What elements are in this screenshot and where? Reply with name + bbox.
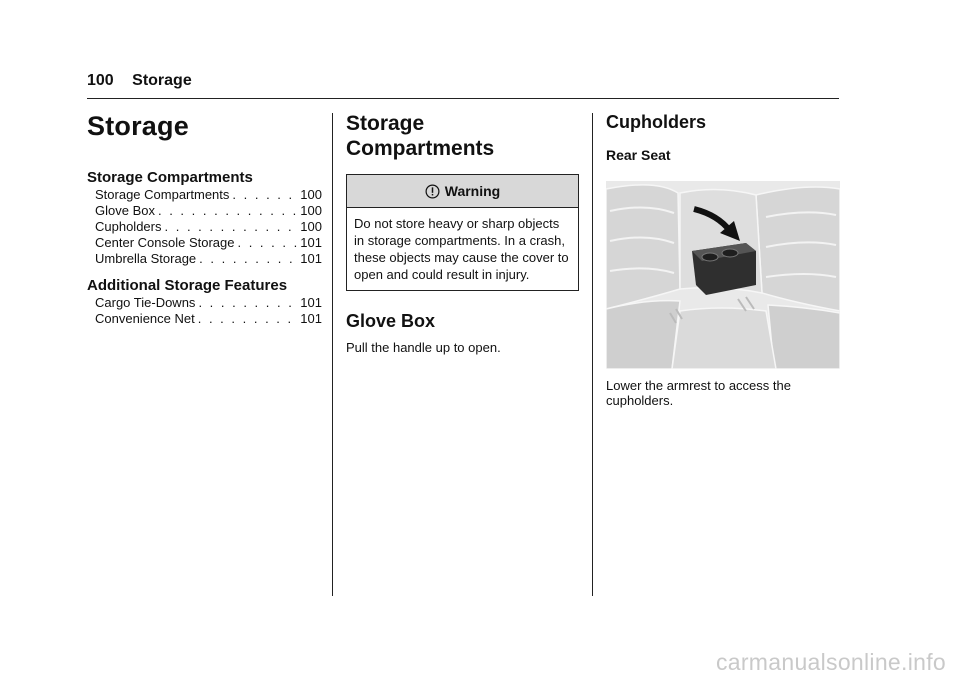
toc-leader-dots: . . . . . . . . . . . . . . . . . . . . … [198,295,297,310]
toc-entry[interactable]: Storage Compartments . . . . . . . . . .… [87,187,322,203]
storage-compartments-column: Storage Compartments Warning Do not stor… [346,108,579,356]
toc-entry-title: Glove Box [95,203,155,218]
toc-entry-page: 101 [300,251,322,266]
page-number: 100 [87,72,114,89]
rear-seat-armrest-illustration [606,181,840,369]
warning-label: Warning [444,183,501,199]
warning-box: Warning Do not store heavy or sharp obje… [346,174,579,291]
toc-entry-title: Cupholders [95,219,162,234]
toc-entry[interactable]: Cupholders . . . . . . . . . . . . . . .… [87,219,322,235]
glove-box-title: Glove Box [346,311,436,331]
toc-section: Additional Storage Features Cargo Tie-Do… [87,277,322,327]
toc-section: Storage Compartments Storage Compartment… [87,169,322,267]
toc-leader-dots: . . . . . . . . . . . . . . . . . . . . … [197,311,298,326]
warning-icon [425,184,440,198]
warning-text: Do not store heavy or sharp objects in s… [354,216,569,282]
cupholders-title: Cupholders [606,112,707,132]
toc-leader-dots: . . . . . . . . . . . . . . . . . . . . … [232,187,297,202]
watermark: carmanualsonline.info [715,649,946,675]
header-rule [87,98,839,99]
cupholders-caption: Lower the armrest to access the cupholde… [606,378,791,408]
toc-heading: Storage Compartments [87,169,253,186]
section-title-line: Storage [346,112,425,135]
toc-entry-page: 100 [300,187,322,202]
page-header: 100 Storage [87,72,192,90]
toc-leader-dots: . . . . . . . . . . . . . . . . . . . . … [157,203,297,218]
rear-seat-subtitle: Rear Seat [606,147,671,163]
toc-leader-dots: . . . . . . . . . . . . . . . . . . . . … [199,251,297,266]
chapter-title: Storage [87,111,189,141]
glove-box-text: Pull the handle up to open. [346,340,501,355]
toc-entry[interactable]: Umbrella Storage . . . . . . . . . . . .… [87,251,322,267]
column-divider [332,113,333,596]
toc-leader-dots: . . . . . . . . . . . . . . . . . . . . … [164,219,298,234]
toc-column: Storage Storage Compartments Storage Com… [87,108,322,327]
toc-entry-title: Center Console Storage [95,235,235,250]
toc-heading: Additional Storage Features [87,277,288,294]
cupholders-column: Cupholders Rear Seat Lower the armrest t… [606,108,840,408]
toc-entry-title: Storage Compartments [95,187,230,202]
section-title: Storage Compartments [346,111,579,161]
header-section-title: Storage [132,72,192,89]
toc-entry[interactable]: Convenience Net . . . . . . . . . . . . … [87,311,322,327]
column-divider [592,113,593,596]
toc-entry[interactable]: Glove Box . . . . . . . . . . . . . . . … [87,203,322,219]
toc-entry-page: 101 [300,295,322,310]
toc-entry-page: 100 [300,203,322,218]
toc-entry-page: 101 [300,311,322,326]
toc-entry-title: Convenience Net [95,311,195,326]
toc-entry-title: Cargo Tie-Downs [95,295,196,310]
toc-entry[interactable]: Center Console Storage . . . . . . . . .… [87,235,322,251]
toc-entry-title: Umbrella Storage [95,251,197,266]
toc-leader-dots: . . . . . . . . . . . . . . . . . . . . … [237,235,297,250]
toc-entry-page: 100 [300,219,322,234]
toc-entry-page: 101 [300,235,322,250]
toc-entry[interactable]: Cargo Tie-Downs . . . . . . . . . . . . … [87,295,322,311]
section-title-line: Compartments [346,137,495,160]
warning-header: Warning [347,175,578,208]
